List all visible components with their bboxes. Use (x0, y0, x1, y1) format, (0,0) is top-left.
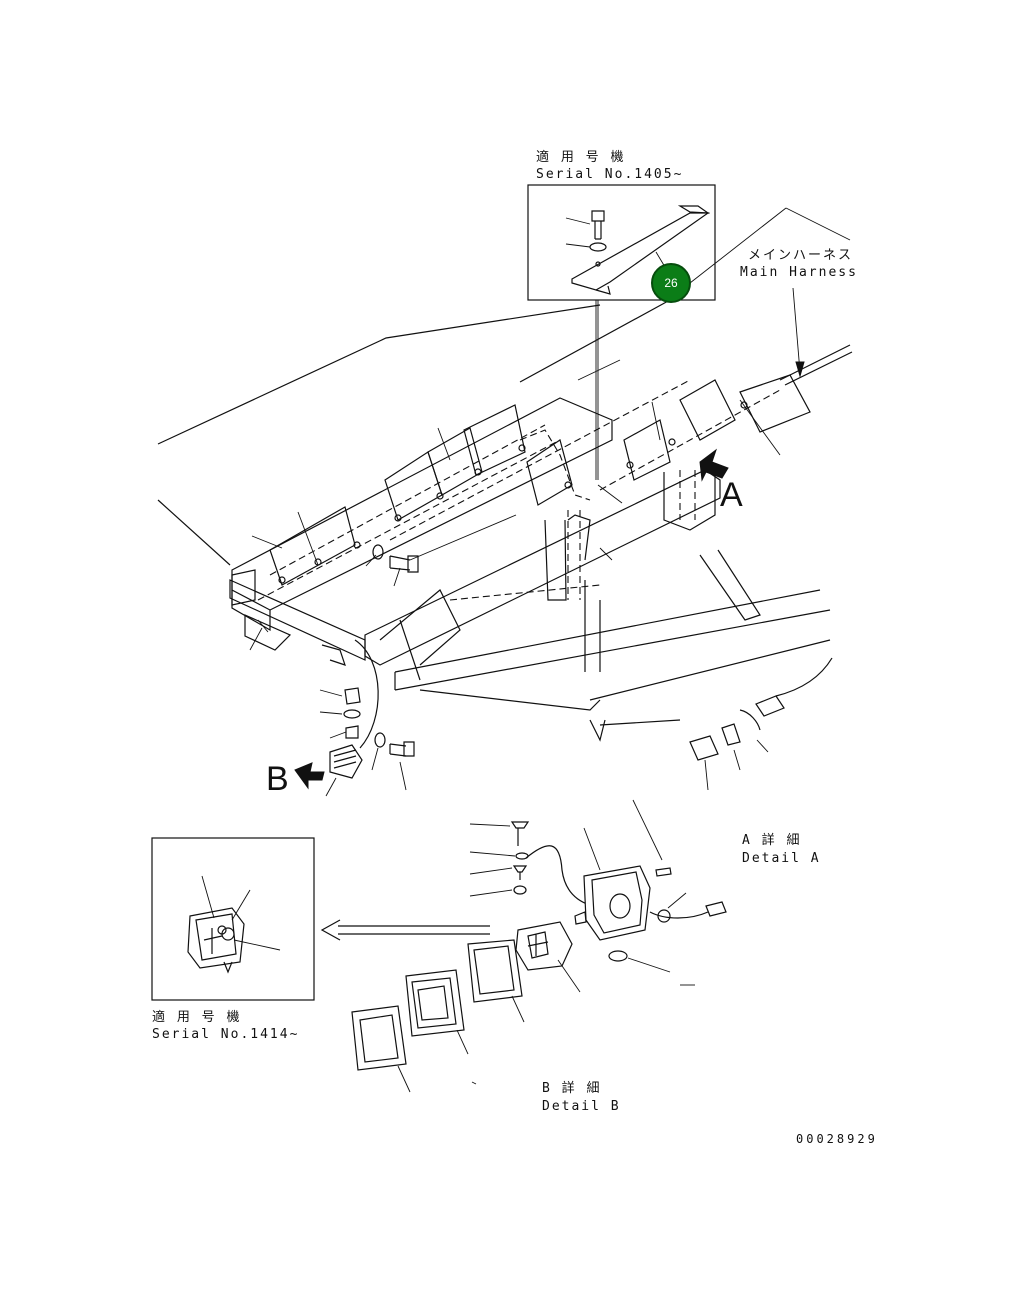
drawing-number: 00028929 (796, 1132, 878, 1146)
lamp-exploded-parts (320, 799, 727, 1093)
inset-bottom-title-jp: 適 用 号 機 (152, 1010, 242, 1025)
lamp-assembly-b (294, 639, 415, 797)
inset-top-title-jp: 適 用 号 機 (536, 150, 626, 165)
connector-parts (689, 657, 833, 791)
detail-a-title-en: Detail A (742, 851, 821, 866)
inset-box-bottom (151, 837, 315, 1001)
frame-assembly (157, 287, 853, 742)
main-harness-label-jp: メインハーネス (748, 248, 854, 263)
detail-b-title-en: Detail B (542, 1099, 621, 1114)
inset-bottom-serial: Serial No.1414~ (152, 1027, 300, 1042)
inset-top-serial: Serial No.1405~ (536, 167, 684, 182)
part-callout-26[interactable]: 26 (651, 263, 691, 303)
view-b-marker: B (266, 760, 289, 798)
main-harness-label-en: Main Harness (740, 265, 858, 280)
detail-b-title-jp: B 詳 細 (542, 1081, 602, 1096)
detail-a-title-jp: A 詳 細 (742, 833, 802, 848)
view-a-marker: A (720, 476, 743, 514)
